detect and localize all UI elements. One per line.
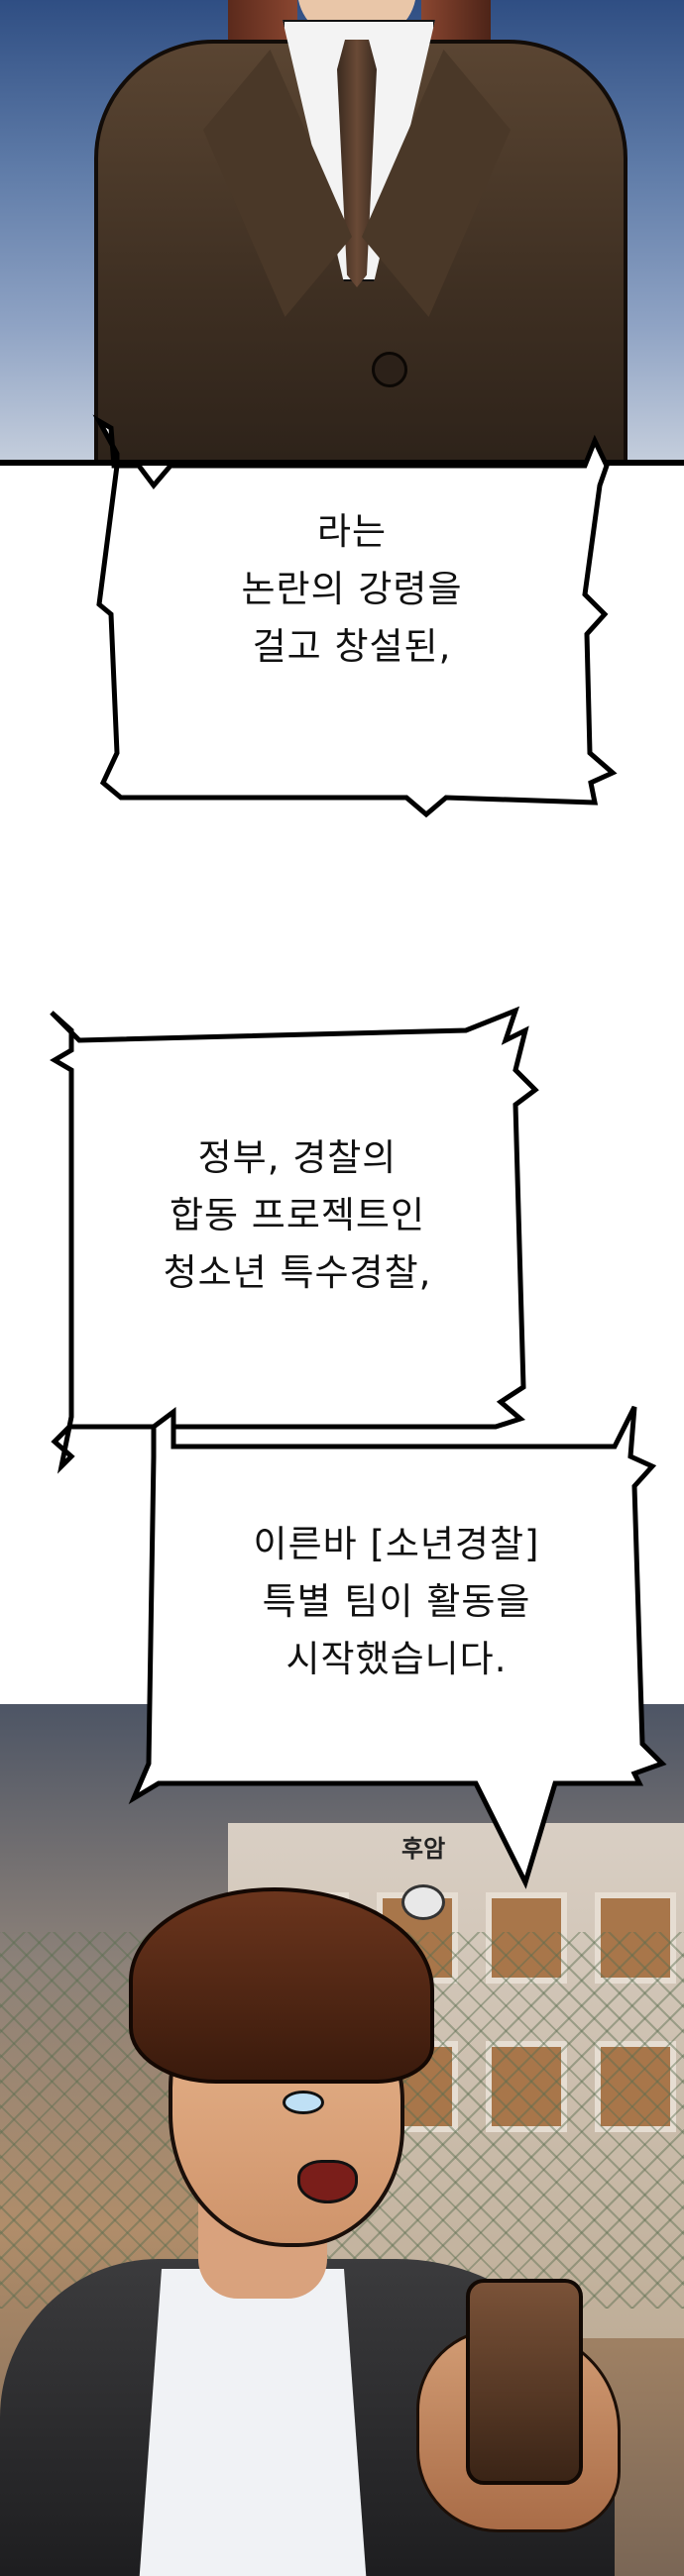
bubble-1-line-1: 라는 [316,510,388,553]
bubble-3-line-2: 특별 팀이 활동을 [262,1580,531,1623]
bubble-3-line-3: 시작했습니다. [285,1638,508,1680]
top-panel-suit-illustration [0,0,684,466]
bubble-2-line-1: 정부, 경찰의 [197,1136,398,1179]
bubble-3-line-1: 이른바 [소년경찰] [253,1523,540,1565]
boy-yawning-mouth [297,2160,358,2203]
bubble-1-line-3: 걸고 창설된, [252,625,452,668]
bubble-2-line-3: 청소년 특수경찰, [163,1251,432,1294]
boy-eye [283,2091,324,2114]
yawn-puff-icon [401,1884,445,1920]
bubble-1-text: 라는 논란의 강령을 걸고 창설된, [109,503,595,676]
smartphone [466,2279,583,2485]
sfx-yawn: 후암 [401,1835,446,1863]
bottom-panel-boy-illustration: 후암 [0,1704,684,2576]
bubble-3-text: 이른바 [소년경찰] 특별 팀이 활동을 시작했습니다. [159,1516,634,1688]
bubble-1-line-2: 논란의 강령을 [241,568,463,610]
panel-border [0,460,684,466]
boy-shirt [139,2269,367,2576]
bubble-2-line-2: 합동 프로젝트인 [169,1194,426,1236]
boy-hair [129,1887,434,2084]
jacket-button [372,352,407,387]
bubble-2-text: 정부, 경찰의 합동 프로젝트인 청소년 특수경찰, [69,1129,525,1302]
